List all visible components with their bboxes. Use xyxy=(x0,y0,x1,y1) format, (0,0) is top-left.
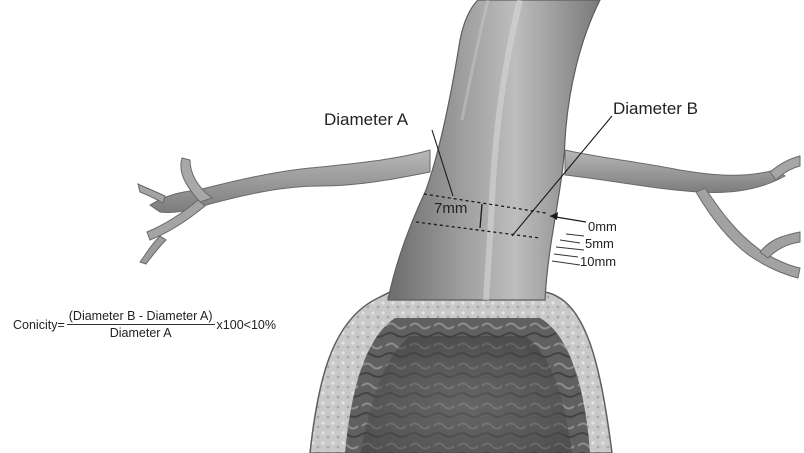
scale-label-5mm: 5mm xyxy=(585,236,614,251)
scale-tick xyxy=(554,254,578,257)
scale-tick xyxy=(560,240,580,243)
scale-label-10mm: 10mm xyxy=(580,254,616,269)
scale-tick xyxy=(556,247,584,250)
scale-label-0mm: 0mm xyxy=(588,219,617,234)
formula-suffix: x100<10% xyxy=(217,318,276,332)
conicity-formula: Conicity= (Diameter B - Diameter A) Diam… xyxy=(13,309,276,340)
formula-fraction: (Diameter B - Diameter A) Diameter A xyxy=(67,309,215,340)
formula-denominator: Diameter A xyxy=(110,325,172,340)
left-branch-vessel xyxy=(138,150,430,264)
aneurysm-sac xyxy=(310,292,612,453)
diameter-b-label: Diameter B xyxy=(613,99,698,119)
segment-length-label: 7mm xyxy=(434,200,467,217)
scale-tick xyxy=(566,234,584,236)
aortic-trunk xyxy=(388,0,600,300)
formula-prefix: Conicity= xyxy=(13,318,65,332)
diameter-a-label: Diameter A xyxy=(324,110,408,130)
formula-numerator: (Diameter B - Diameter A) xyxy=(67,309,215,325)
scale-tick xyxy=(552,261,580,265)
